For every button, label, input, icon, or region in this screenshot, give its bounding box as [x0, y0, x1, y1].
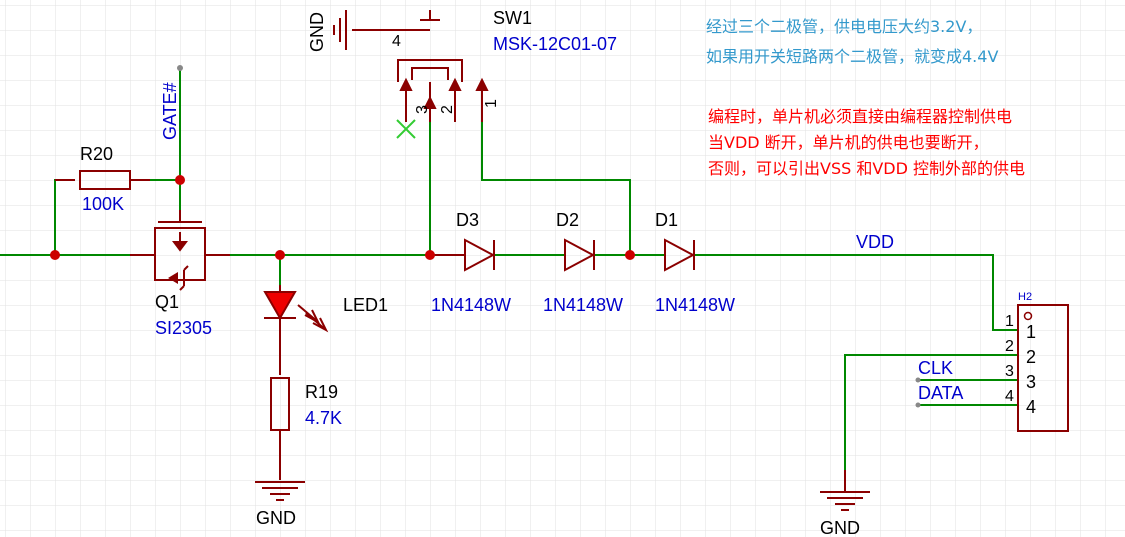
note-blue-line1: 经过三个二极管，供电电压大约3.2V， — [706, 17, 982, 36]
d3-ref: D3 — [456, 210, 479, 230]
gnd-label-led: GND — [256, 508, 296, 528]
gnd-label-connector: GND — [820, 518, 860, 537]
h2-body-pin3: 3 — [1026, 372, 1036, 392]
r19-value: 4.7K — [305, 408, 342, 428]
junction-sw-pin3 — [425, 250, 435, 260]
h2-ref: H2 — [1018, 291, 1032, 303]
diode-d2[interactable]: D2 1N4148W — [543, 210, 623, 315]
d2-value: 1N4148W — [543, 295, 623, 315]
data-net-endpoint — [915, 402, 921, 408]
clk-net-label: CLK — [918, 358, 953, 378]
wire-vdd[interactable] — [695, 254, 1018, 331]
led1-ref: LED1 — [343, 295, 388, 315]
h2-wire-pin3: 3 — [1005, 363, 1014, 380]
note-red-line3: 否则，可以引出VSS 和VDD 控制外部的供电 — [708, 159, 1025, 178]
gate-net-label: GATE# — [160, 82, 180, 140]
gnd-symbol-led — [255, 481, 305, 501]
sw1-pin1-num: 1 — [483, 99, 500, 108]
d1-ref: D1 — [655, 210, 678, 230]
h2-wire-pin4: 4 — [1005, 388, 1014, 405]
resistor-r20[interactable]: R20 100K — [55, 144, 150, 214]
header-h2[interactable]: H2 1 2 3 4 1 2 3 4 — [1005, 291, 1069, 432]
r19-ref: R19 — [305, 382, 338, 402]
gate-net-endpoint — [177, 65, 183, 71]
diode-d1[interactable]: D1 1N4148W — [655, 210, 735, 315]
clk-net-endpoint — [915, 377, 921, 383]
sw1-pin4-num: 4 — [392, 33, 401, 50]
note-red-line1: 编程时，单片机必须直接由编程器控制供电 — [708, 107, 1012, 126]
sw1-pin3-num: 3 — [414, 105, 431, 114]
h2-body-pin4: 4 — [1026, 397, 1036, 417]
d1-value: 1N4148W — [655, 295, 735, 315]
sw1-ref: SW1 — [493, 8, 532, 28]
data-net-label: DATA — [918, 383, 963, 403]
junction-r20-right — [175, 175, 185, 185]
wire-sw-pin1[interactable] — [481, 122, 631, 255]
mosfet-q1[interactable]: Q1 SI2305 — [130, 210, 230, 338]
h2-wire-pin1: 1 — [1005, 313, 1014, 330]
resistor-r19[interactable]: R19 4.7K — [270, 377, 342, 480]
junction-sw-pin1 — [625, 250, 635, 260]
h2-body-pin2: 2 — [1026, 347, 1036, 367]
q1-value: SI2305 — [155, 318, 212, 338]
h2-wire-pin2: 2 — [1005, 338, 1014, 355]
switch-sw1[interactable]: 4 3 2 1 SW1 MSK-12C01-07 — [333, 8, 617, 122]
r20-ref: R20 — [80, 144, 113, 164]
note-blue-line2: 如果用开关短路两个二极管，就变成4.4V — [706, 47, 998, 66]
wire-h2-pin2[interactable] — [844, 354, 1018, 470]
no-connect-marker — [396, 119, 416, 139]
sw1-value: MSK-12C01-07 — [493, 34, 617, 54]
sw1-pin2-num: 2 — [439, 105, 456, 114]
note-red-line2: 当VDD 断开，单片机的供电也要断开， — [708, 133, 989, 152]
diode-d3[interactable]: D3 1N4148W — [430, 210, 511, 315]
junction-dots — [50, 175, 635, 260]
junction-r20-left — [50, 250, 60, 260]
vdd-net-label: VDD — [856, 232, 894, 252]
led-led1[interactable]: LED1 — [263, 285, 388, 375]
r20-value: 100K — [82, 194, 124, 214]
d3-value: 1N4148W — [431, 295, 511, 315]
junction-led — [275, 250, 285, 260]
h2-body-pin1: 1 — [1026, 322, 1036, 342]
q1-ref: Q1 — [155, 292, 179, 312]
d2-ref: D2 — [556, 210, 579, 230]
gnd-label-sw: GND — [307, 12, 327, 52]
